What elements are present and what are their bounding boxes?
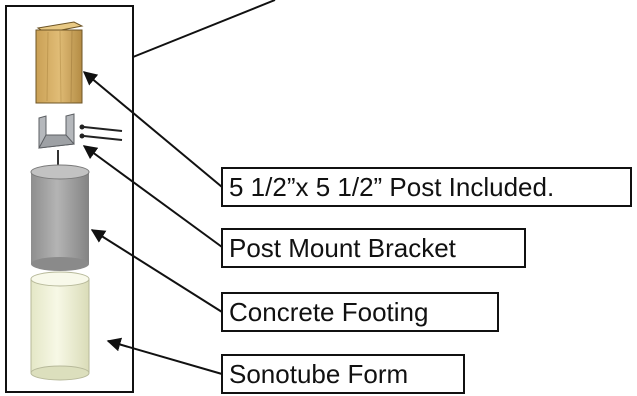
bracket-label-box bbox=[221, 228, 526, 268]
footing-label: Concrete Footing bbox=[229, 297, 428, 327]
arrow-to-footing bbox=[90, 229, 223, 313]
sonotube-label-box bbox=[221, 354, 465, 394]
concrete-footing bbox=[30, 164, 90, 271]
top-leader-line bbox=[132, 0, 276, 58]
sonotube-label: Sonotube Form bbox=[229, 359, 408, 389]
arrow-to-post bbox=[82, 71, 223, 188]
bracket-label: Post Mount Bracket bbox=[229, 233, 457, 263]
footing-label-box bbox=[221, 292, 499, 332]
wood-post bbox=[35, 21, 84, 104]
post-label-box bbox=[221, 167, 632, 207]
arrow-to-bracket bbox=[82, 145, 223, 248]
post-label: 5 1/2”x 5 1/2” Post Included. bbox=[229, 172, 554, 202]
post-mount-bracket bbox=[38, 113, 76, 149]
arrow-to-sonotube bbox=[106, 337, 223, 375]
sonotube-form bbox=[30, 271, 90, 381]
bracket-bolts bbox=[79, 124, 123, 141]
